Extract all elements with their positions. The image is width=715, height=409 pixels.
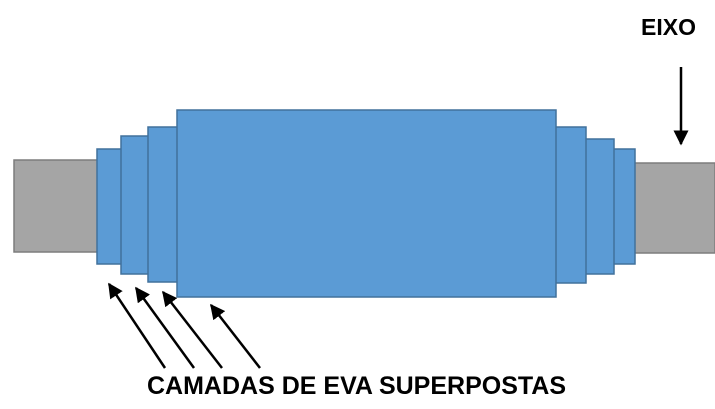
eva-layer-right-2 [581, 138, 615, 275]
eva-layer-right-3 [553, 126, 587, 284]
layers-label: CAMADAS DE EVA SUPERPOSTAS [147, 372, 567, 400]
eva-main-body [176, 109, 557, 298]
layer-arrow-1 [107, 282, 167, 369]
layer-arrow-4 [210, 303, 261, 369]
layer-arrow-2 [134, 286, 196, 369]
axis-label: EIXO [641, 14, 696, 40]
shaft-left [13, 159, 99, 253]
layer-arrow-3 [162, 290, 223, 369]
shaft-right [633, 162, 715, 254]
